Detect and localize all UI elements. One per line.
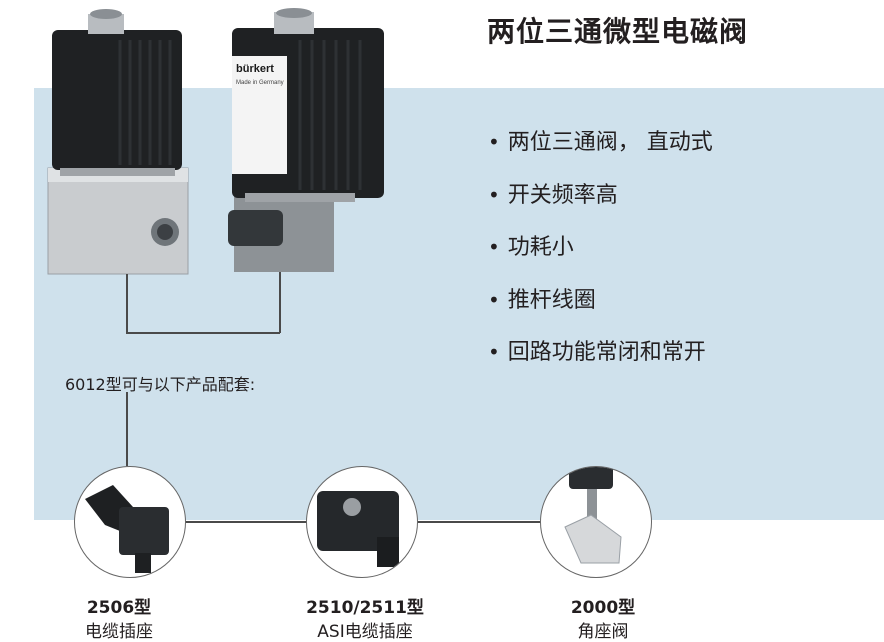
connector-line-down [126, 392, 128, 466]
valve-brand-label: bürkert [236, 63, 274, 75]
product-name-2510-2511: ASI电缆插座 [317, 622, 413, 642]
compatibility-text: 6012型可与以下产品配套: [65, 375, 256, 394]
connector-line-right-vertical [279, 272, 281, 333]
product-model-2510-2511: 2510/2511型 [306, 598, 424, 618]
bullet-icon: • [488, 340, 500, 364]
bullet-icon: • [488, 287, 500, 312]
product-image-2510-2511 [306, 466, 418, 578]
product-model-2000: 2000型 [570, 598, 636, 618]
connector-line-horizontal-top [126, 332, 280, 334]
valve-right-image [228, 8, 384, 272]
bullet-icon: • [488, 235, 500, 259]
feature-list: •两位三通阀， 直动式 •开关频率高 •功耗小 •推杆线圈 •回路功能常闭和常开 [488, 125, 713, 388]
feature-item: •推杆线圈 [488, 283, 713, 336]
product-name-2506: 电缆插座 [85, 622, 153, 642]
bullet-icon: • [488, 130, 500, 154]
bullet-icon: • [488, 182, 500, 207]
page-title: 两位三通微型电磁阀 [487, 15, 749, 48]
feature-item: •开关频率高 [488, 178, 713, 231]
product-image-2000 [540, 466, 652, 578]
valve-origin-label: Made in Germany [236, 80, 284, 86]
product-model-2506: 2506型 [86, 598, 152, 618]
connector-line-left-vertical [126, 274, 128, 333]
product-image-2506 [74, 466, 186, 578]
valve-left-image [47, 9, 189, 275]
product-name-2000: 角座阀 [577, 622, 629, 642]
feature-item: •功耗小 [488, 230, 713, 283]
feature-item: •回路功能常闭和常开 [488, 335, 713, 388]
feature-item: •两位三通阀， 直动式 [488, 125, 713, 178]
